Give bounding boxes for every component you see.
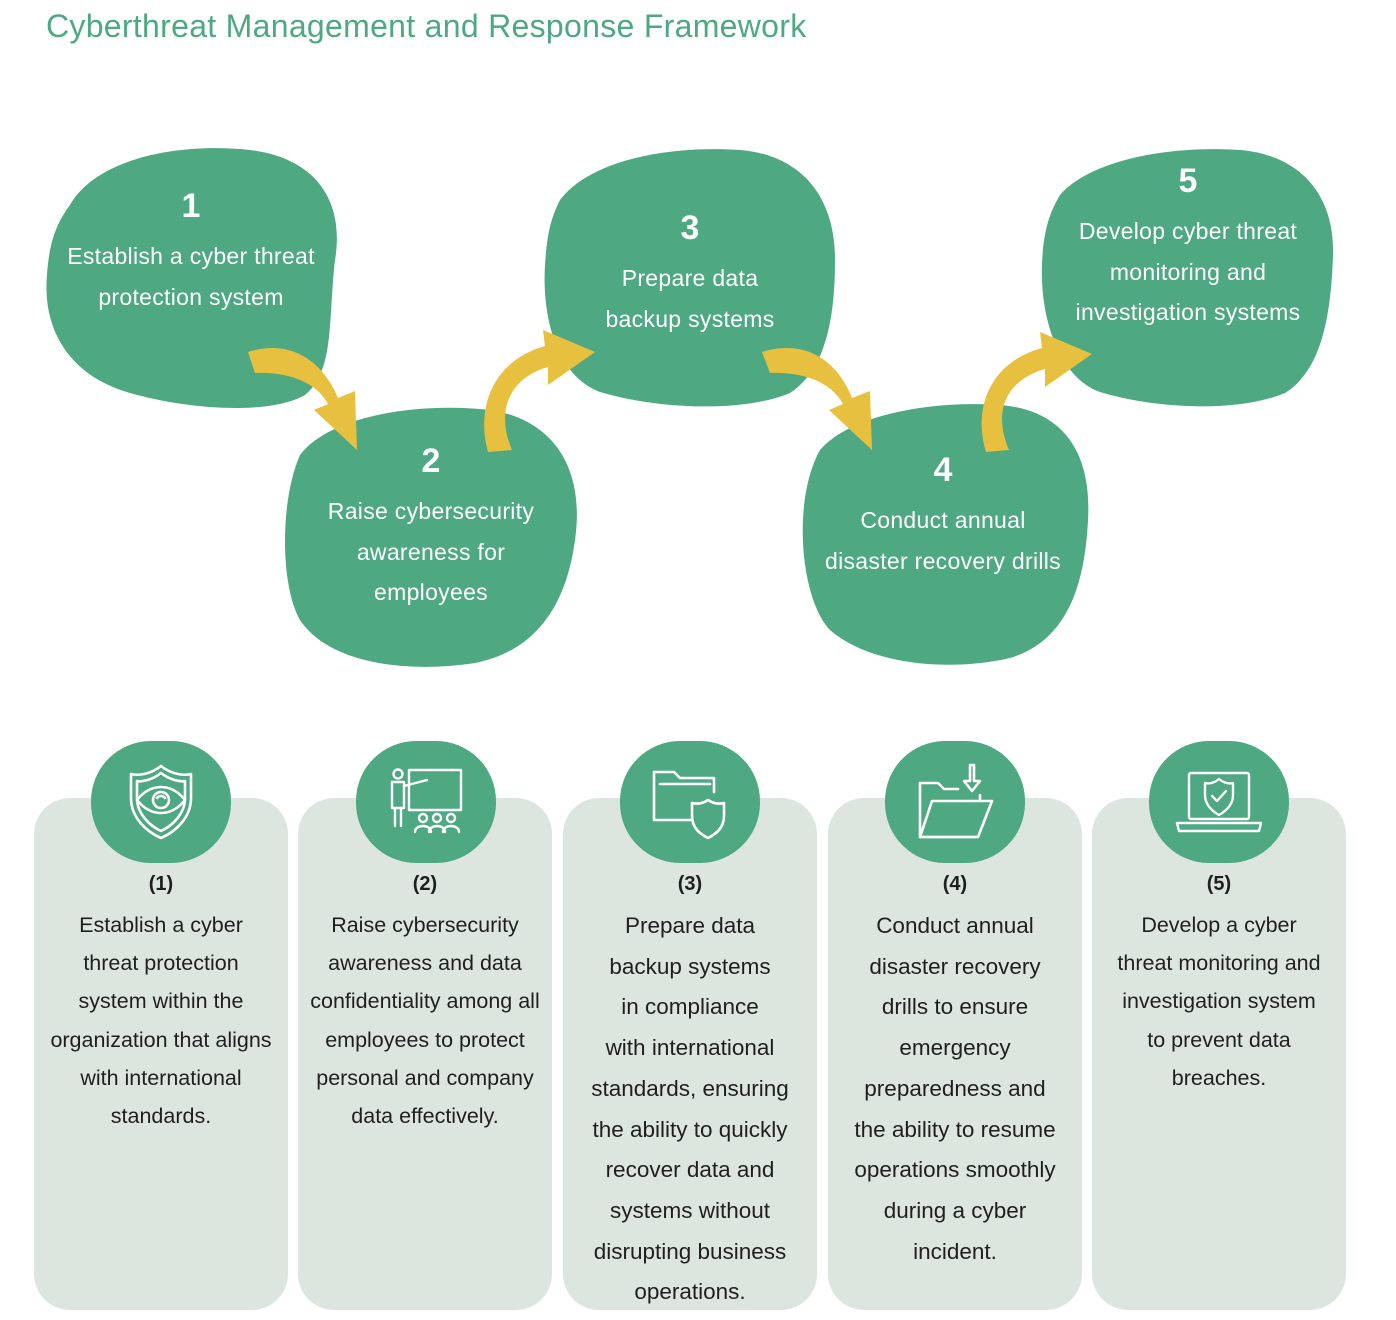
step-5-number: 5 bbox=[1178, 162, 1198, 200]
card-desc-line: standards. bbox=[110, 1104, 212, 1129]
card-3-text: (3) Prepare data backup systems in compl… bbox=[563, 869, 817, 1313]
card-desc-line: systems without bbox=[609, 1197, 771, 1223]
card-desc-line: breaches. bbox=[1171, 1065, 1267, 1090]
laptop-shield-icon bbox=[1175, 771, 1263, 833]
card-4 bbox=[828, 798, 1082, 1310]
card-2-description: Raise cybersecurity awareness and data c… bbox=[298, 906, 552, 1135]
card-5-description: Develop a cyber threat monitoring and in… bbox=[1092, 906, 1346, 1097]
card-5-text: (5) Develop a cyber threat monitoring an… bbox=[1092, 869, 1346, 1097]
step-3-text: 3 Prepare data backup systems bbox=[545, 208, 835, 339]
card-5-icon-circle bbox=[1149, 741, 1289, 863]
card-desc-line: threat protection bbox=[83, 951, 239, 976]
card-5 bbox=[1092, 798, 1346, 1310]
card-desc-line: Develop a cyber bbox=[1141, 913, 1297, 937]
card-desc-line: during a cyber bbox=[883, 1197, 1027, 1223]
eye-shield-icon bbox=[129, 764, 193, 840]
card-desc-line: Conduct annual bbox=[876, 913, 1034, 938]
step-5-label-line: Develop cyber threat bbox=[1078, 218, 1298, 244]
step-3-blob bbox=[544, 149, 835, 407]
card-1-number: (1) bbox=[148, 873, 174, 895]
card-2-text: (2) Raise cybersecurity awareness and da… bbox=[298, 869, 552, 1135]
card-4-icon-circle bbox=[885, 741, 1025, 863]
step-4-label-line: Conduct annual bbox=[860, 507, 1026, 533]
card-desc-line: threat monitoring and bbox=[1117, 951, 1321, 976]
card-desc-line: investigation system bbox=[1122, 989, 1316, 1014]
arrow-3-to-4 bbox=[762, 348, 872, 450]
step-1-blob bbox=[46, 148, 337, 408]
card-desc-line: operations smoothly bbox=[854, 1157, 1056, 1183]
step-4-label-line: disaster recovery drills bbox=[825, 547, 1061, 574]
step-1-label-line: protection system bbox=[98, 283, 284, 310]
card-3-description: Prepare data backup systems in complianc… bbox=[563, 906, 817, 1313]
step-2-label-line: Raise cybersecurity bbox=[327, 498, 535, 524]
arrow-2-to-3 bbox=[484, 330, 595, 452]
card-3 bbox=[563, 798, 817, 1310]
presentation-training-icon bbox=[390, 768, 463, 834]
step-4-text: 4 Conduct annual disaster recovery drill… bbox=[796, 450, 1090, 581]
card-desc-line: operations. bbox=[634, 1279, 746, 1305]
card-4-description: Conduct annual disaster recovery drills … bbox=[828, 906, 1082, 1272]
card-1 bbox=[34, 798, 288, 1310]
flow-diagram bbox=[46, 148, 1334, 667]
step-5-text: 5 Develop cyber threat monitoring and in… bbox=[1042, 161, 1334, 333]
card-1-description: Establish a cyber threat protection syst… bbox=[34, 906, 288, 1135]
card-desc-line: awareness and data bbox=[328, 951, 522, 976]
arrow-1-to-2 bbox=[248, 348, 357, 450]
card-3-icon-circle bbox=[620, 741, 760, 863]
card-desc-line: Establish a cyber bbox=[79, 913, 243, 937]
card-desc-line: disrupting business bbox=[593, 1238, 787, 1264]
card-desc-line: system within the bbox=[78, 989, 244, 1014]
card-desc-line: Prepare data bbox=[624, 913, 756, 938]
card-desc-line: standards, ensuring bbox=[591, 1075, 789, 1101]
page-title: Cyberthreat Management and Response Fram… bbox=[46, 8, 807, 44]
step-2-blob bbox=[285, 407, 577, 667]
step-4-blob bbox=[802, 404, 1089, 665]
card-desc-line: emergency bbox=[899, 1035, 1011, 1061]
card-2 bbox=[298, 798, 552, 1310]
step-1-number: 1 bbox=[181, 187, 201, 225]
card-2-number: (2) bbox=[412, 873, 438, 895]
card-3-number: (3) bbox=[677, 873, 703, 895]
step-2-text: 2 Raise cybersecurity awareness for empl… bbox=[286, 441, 576, 613]
card-desc-line: drills to ensure bbox=[881, 994, 1029, 1020]
card-desc-line: recover data and bbox=[605, 1157, 775, 1183]
card-desc-line: preparedness and bbox=[864, 1075, 1046, 1101]
card-desc-line: with international bbox=[80, 1065, 242, 1090]
step-4-number: 4 bbox=[933, 451, 953, 489]
card-desc-line: disaster recovery bbox=[869, 953, 1041, 979]
card-desc-line: employees to protect bbox=[325, 1027, 525, 1052]
step-2-number: 2 bbox=[421, 442, 441, 480]
card-5-number: (5) bbox=[1206, 873, 1232, 895]
step-5-blob bbox=[1041, 149, 1334, 407]
card-2-icon-circle bbox=[356, 741, 496, 863]
card-4-text: (4) Conduct annual disaster recovery dri… bbox=[828, 869, 1082, 1272]
card-desc-line: the ability to resume bbox=[854, 1116, 1056, 1142]
folder-download-icon bbox=[918, 763, 994, 839]
step-5-label-line: investigation systems bbox=[1075, 299, 1301, 325]
step-2-label-line: employees bbox=[374, 579, 488, 605]
card-desc-line: to prevent data bbox=[1147, 1027, 1291, 1052]
step-1-label-line: Establish a cyber threat bbox=[67, 243, 315, 269]
card-desc-line: in compliance bbox=[621, 994, 759, 1020]
folder-shield-icon bbox=[652, 770, 726, 840]
arrow-4-to-5 bbox=[981, 332, 1092, 452]
step-3-number: 3 bbox=[680, 209, 700, 247]
card-desc-line: data effectively. bbox=[351, 1104, 499, 1129]
step-1-text: 1 Establish a cyber threat protection sy… bbox=[46, 186, 336, 317]
step-3-label-line: Prepare data bbox=[621, 265, 759, 291]
card-4-number: (4) bbox=[942, 873, 968, 895]
card-desc-line: Raise cybersecurity bbox=[331, 913, 519, 937]
step-2-label-line: awareness for bbox=[356, 538, 506, 565]
card-desc-line: personal and company bbox=[316, 1065, 534, 1090]
step-3-label-line: backup systems bbox=[605, 305, 775, 332]
card-desc-line: organization that aligns bbox=[50, 1027, 272, 1052]
card-1-text: (1) Establish a cyber threat protection … bbox=[34, 869, 288, 1135]
step-5-label-line: monitoring and bbox=[1109, 258, 1267, 285]
card-desc-line: with international bbox=[605, 1035, 775, 1061]
card-desc-line: confidentiality among all bbox=[310, 989, 540, 1014]
card-desc-line: backup systems bbox=[609, 953, 771, 979]
card-desc-line: the ability to quickly bbox=[592, 1116, 788, 1142]
card-1-icon-circle bbox=[91, 741, 231, 863]
card-desc-line: incident. bbox=[913, 1238, 997, 1264]
